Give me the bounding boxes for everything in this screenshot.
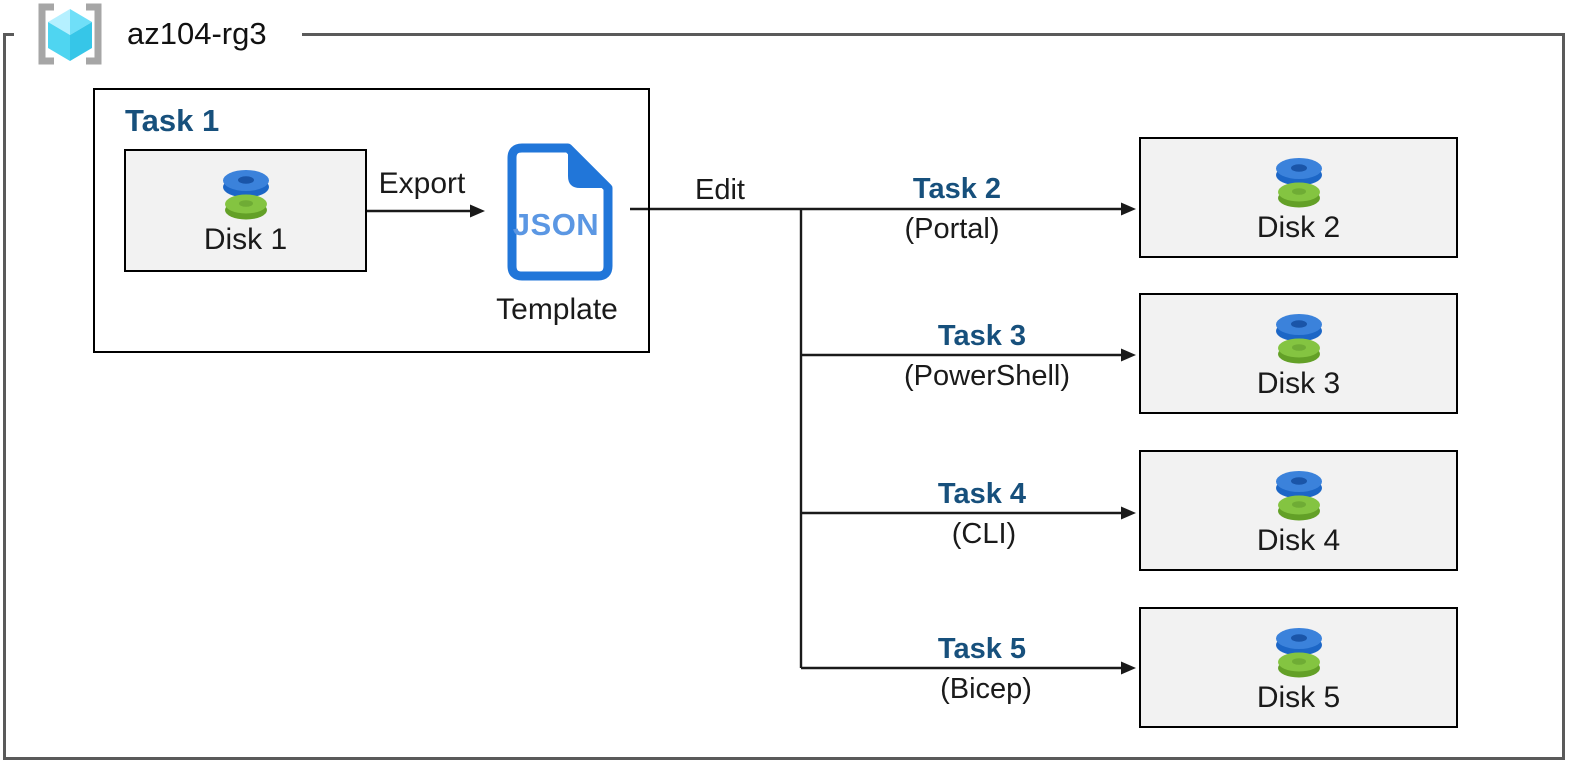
rg-cube-face [70,22,92,61]
task5-method-label: (Bicep) [940,673,1032,705]
resource-group-boundary [3,33,1565,760]
task4-label: Task 4 [937,478,1027,510]
task1-container: Task 1 Disk 1 [93,88,650,353]
disk4-label: Disk 4 [1256,524,1341,557]
disk-icon [1275,628,1322,678]
edit-label: Edit [695,174,745,206]
task2-method-label: (Portal) [904,213,1000,245]
json-template-icon: JSON [498,142,614,282]
disk-icon [222,170,269,220]
disk2-label: Disk 2 [1256,211,1341,244]
rg-cube-face [70,9,92,35]
template-label: Template [496,293,618,326]
disk-icon [1275,314,1322,364]
export-label: Export [378,167,466,200]
resource-group-name: az104-rg3 [127,16,267,51]
disk2-box: Disk 2 [1139,137,1458,258]
disk4-box: Disk 4 [1139,450,1458,571]
disk-icon [1275,471,1322,521]
rg-cube-face [48,9,70,35]
rg-bracket-left [38,3,54,65]
task5-label: Task 5 [937,633,1027,665]
disk5-box: Disk 5 [1139,607,1458,728]
json-folded-corner [568,145,611,188]
disk-icon [1275,158,1322,208]
rg-cube-face [48,22,70,61]
disk5-label: Disk 5 [1256,681,1341,714]
disk3-label: Disk 3 [1256,367,1341,400]
json-file-type: JSON [513,207,599,242]
rg-bracket-right [86,3,102,65]
task1-title: Task 1 [125,103,220,138]
disk1-label: Disk 1 [203,223,288,256]
task2-label: Task 2 [912,173,1002,205]
task4-method-label: (CLI) [951,518,1017,550]
disk3-box: Disk 3 [1139,293,1458,414]
disk1-box: Disk 1 [124,149,367,272]
task3-method-label: (PowerShell) [904,360,1070,392]
resource-group-icon [33,3,107,65]
task3-label: Task 3 [937,320,1027,352]
